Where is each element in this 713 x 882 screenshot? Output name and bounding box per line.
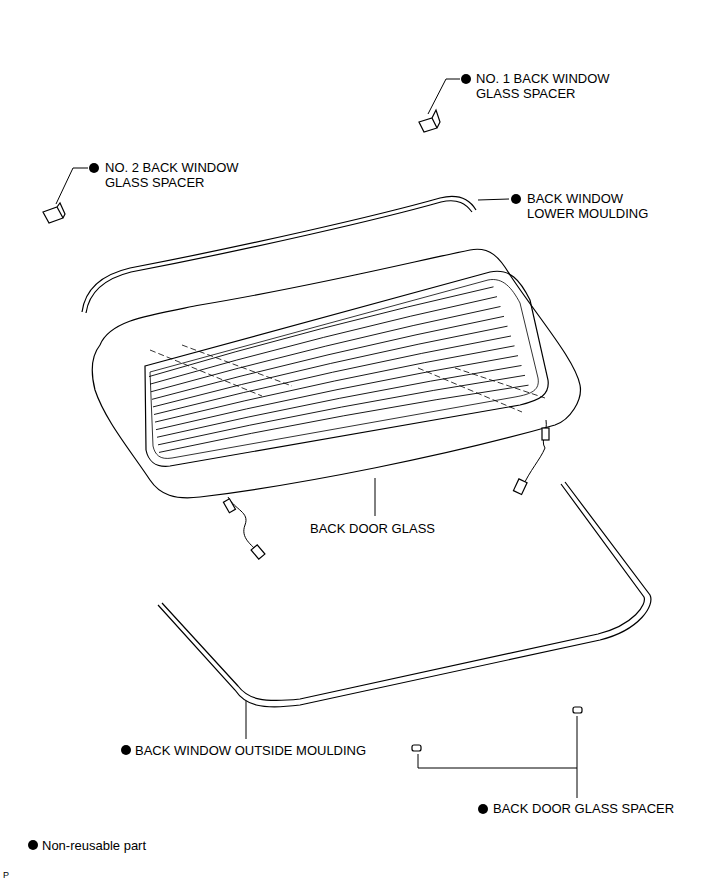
- leader-line: [418, 716, 577, 798]
- part-name: NO. 2 BACK WINDOW GLASS SPACER: [105, 160, 255, 190]
- figure-code: P: [3, 870, 9, 881]
- defogger-frame: [145, 271, 548, 466]
- outside-moulding: [158, 482, 651, 707]
- leader-line: [478, 199, 509, 200]
- leader-line: [56, 168, 88, 204]
- part-name: BACK WINDOW LOWER MOULDING: [527, 191, 655, 221]
- spacer-no1: [419, 110, 440, 132]
- bullet: [121, 745, 131, 755]
- heater-line: [158, 375, 525, 445]
- bullet: [461, 74, 471, 84]
- glass-spacer: [573, 707, 582, 713]
- heater-line: [151, 307, 501, 392]
- glass-spacer: [412, 745, 421, 751]
- heater-line: [159, 385, 529, 452]
- heater-line: [156, 356, 518, 430]
- heater-line: [155, 346, 515, 422]
- legend-item: Non-reusable part: [27, 838, 146, 853]
- legend-bullet: [27, 839, 39, 851]
- bullet: [478, 804, 488, 814]
- part-name: BACK WINDOW OUTSIDE MOULDING: [135, 743, 366, 758]
- heater-line: [149, 287, 494, 377]
- leader-line: [428, 79, 460, 114]
- leader-line: [375, 478, 376, 516]
- bullet: [511, 194, 521, 204]
- glass-outline: [92, 249, 580, 498]
- part-name: BACK DOOR GLASS SPACER: [493, 801, 674, 816]
- defogger-frame: [150, 280, 538, 459]
- bullet: [28, 840, 38, 850]
- part-name: BACK DOOR GLASS: [310, 521, 435, 536]
- part-name: NO. 1 BACK WINDOW GLASS SPACER: [476, 71, 626, 101]
- bullet: [89, 163, 99, 173]
- heater-line: [157, 366, 522, 438]
- spacer-no2: [43, 203, 65, 223]
- legend-text: Non-reusable part: [42, 838, 146, 853]
- lower-moulding: [82, 196, 476, 312]
- heater-line: [154, 336, 511, 415]
- leader-line: [246, 701, 247, 739]
